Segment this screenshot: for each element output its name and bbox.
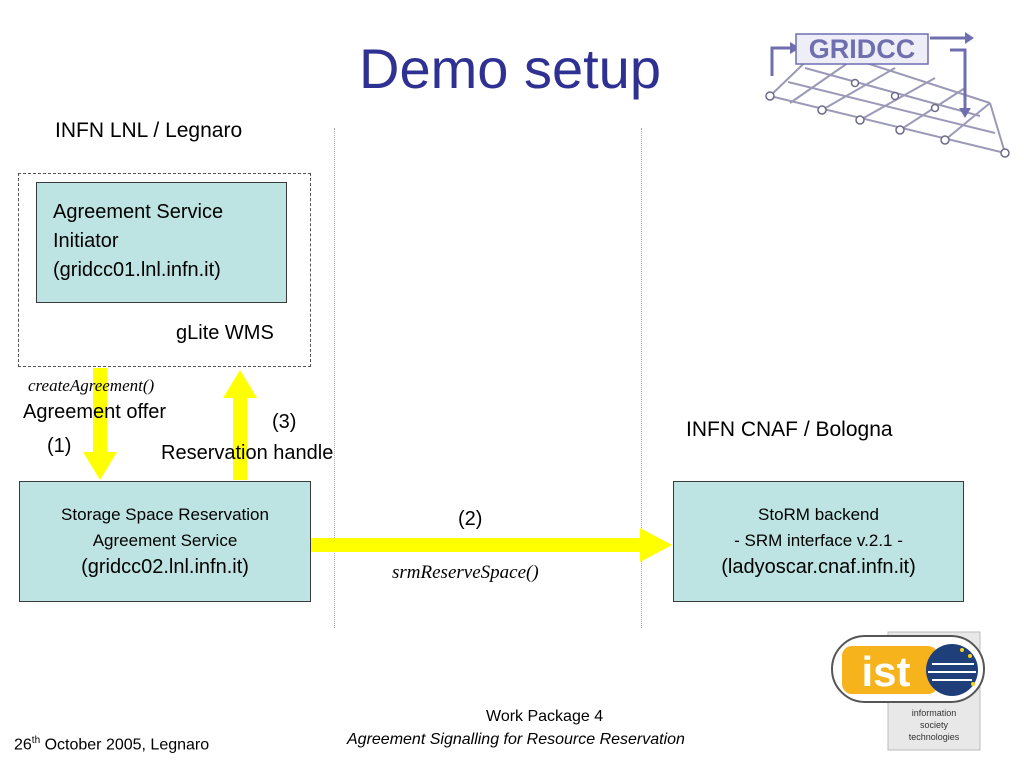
divider-right <box>641 128 642 628</box>
agreement-service-initiator-box: Agreement Service Initiator (gridcc01.ln… <box>36 182 287 303</box>
label-step-2: (2) <box>458 508 483 530</box>
ssras-line-1: Storage Space Reservation <box>61 505 269 524</box>
site-label-right: INFN CNAF / Bologna <box>686 418 893 441</box>
ist-caption-3: technologies <box>909 732 960 742</box>
initiator-line-3: (gridcc01.lnl.infn.it) <box>53 259 221 281</box>
label-step-1: (1) <box>47 435 72 457</box>
footer-date-rest: October 2005, Legnaro <box>40 736 210 754</box>
footer-date-day: 26 <box>14 736 32 754</box>
gridcc-logo: GRIDCC <box>760 28 1024 163</box>
storm-backend-box: StoRM backend - SRM interface v.2.1 - (l… <box>673 481 964 602</box>
slide-title: Demo setup <box>359 37 661 100</box>
divider-left <box>334 128 335 628</box>
label-agreement-offer: Agreement offer <box>23 401 167 423</box>
glite-wms-label: gLite WMS <box>176 322 274 344</box>
site-label-left: INFN LNL / Legnaro <box>55 119 243 142</box>
glite-wms-container <box>18 173 311 367</box>
footer-date-sup: th <box>31 735 41 746</box>
ist-logo: ist information society technologies <box>828 628 988 753</box>
footer-subtitle: Agreement Signalling for Resource Reserv… <box>347 731 685 748</box>
gridcc-logo-graphic: GRIDCC <box>765 32 1010 158</box>
storm-line-2: - SRM interface v.2.1 - <box>734 531 903 550</box>
ist-logo-text: ist <box>861 648 910 695</box>
gridcc-logo-text: GRIDCC <box>809 34 916 64</box>
label-create-agreement: createAgreement() <box>28 376 155 395</box>
storm-line-1: StoRM backend <box>758 505 879 524</box>
footer-date: 26th October 2005, Legnaro <box>14 735 209 754</box>
label-step-3: (3) <box>272 411 297 433</box>
arrow-srm-reserve-space <box>311 528 672 562</box>
label-reservation-handle: Reservation handle <box>161 442 334 464</box>
ist-caption-1: information <box>912 708 957 718</box>
initiator-line-2: Initiator <box>53 230 119 252</box>
ssras-line-2: Agreement Service <box>92 531 238 550</box>
ist-logo-graphic: ist information society technologies <box>831 631 985 751</box>
ist-caption-2: society <box>920 720 949 730</box>
label-srm-reserve-space: srmReserveSpace() <box>392 562 539 583</box>
ssras-line-3: (gridcc02.lnl.infn.it) <box>81 556 249 578</box>
footer-work-package: Work Package 4 <box>486 708 604 725</box>
initiator-line-1: Agreement Service <box>53 201 224 223</box>
storage-space-reservation-box: Storage Space Reservation Agreement Serv… <box>19 481 311 602</box>
storm-line-3: (ladyoscar.cnaf.infn.it) <box>721 556 916 578</box>
